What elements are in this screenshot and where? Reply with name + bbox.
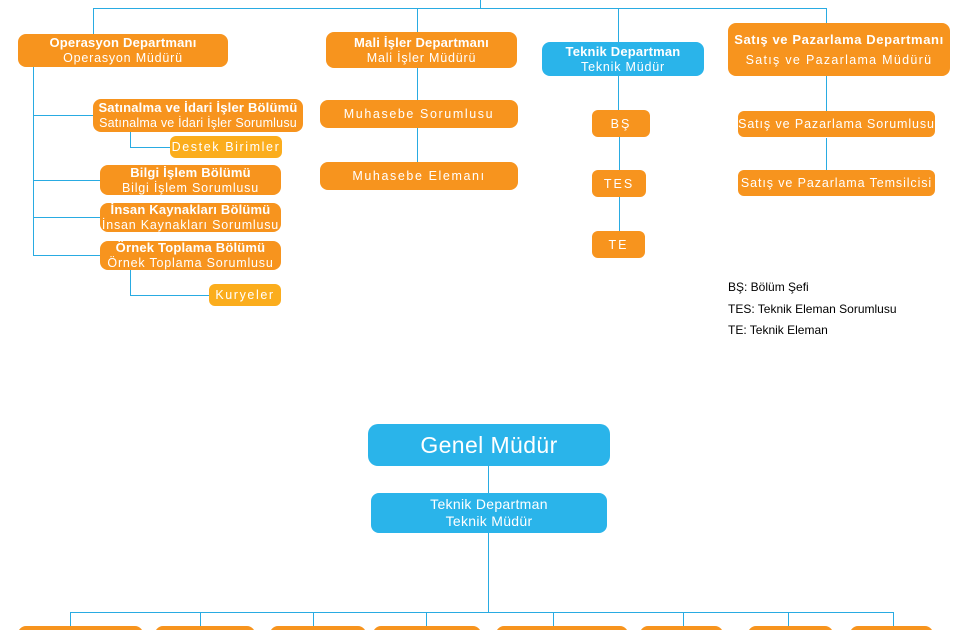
node-bilgi-islem-bolumu: Bilgi İşlem Bölümü Bilgi İşlem Sorumlusu: [100, 165, 281, 195]
node-kuryeler: Kuryeler: [209, 284, 281, 306]
node-title: Operasyon Departmanı: [49, 35, 197, 50]
node-bs: BŞ: [592, 110, 650, 137]
node-label: Destek Birimler: [171, 140, 281, 154]
node-cutoff-8: [850, 626, 933, 630]
node-te: TE: [592, 231, 645, 258]
node-cutoff-5: [496, 626, 628, 630]
connector-drop-teknik: [618, 8, 619, 42]
connector-top-horizontal: [93, 8, 826, 9]
node-cutoff-4: [373, 626, 481, 630]
node-title: İnsan Kaynakları Bölümü: [110, 202, 271, 217]
connector-genel-to-teknik: [488, 466, 489, 493]
node-cutoff-7: [748, 626, 833, 630]
node-subtitle: Operasyon Müdürü: [63, 51, 183, 65]
node-operasyon-departmani: Operasyon Departmanı Operasyon Müdürü: [18, 34, 228, 67]
node-subtitle: Satınalma ve İdari İşler Sorumlusu: [99, 116, 297, 130]
node-ornek-toplama-bolumu: Örnek Toplama Bölümü Örnek Toplama Sorum…: [100, 240, 281, 270]
connector-drop-operasyon: [93, 8, 94, 34]
node-label: Genel Müdür: [420, 431, 558, 458]
node-muhasebe-elemani: Muhasebe Elemanı: [320, 162, 518, 190]
node-tes: TES: [592, 170, 646, 197]
node-insan-kaynaklari-bolumu: İnsan Kaynakları Bölümü İnsan Kaynakları…: [100, 202, 281, 232]
connector-branch-insan: [33, 217, 100, 218]
connector-drop-mali: [417, 8, 418, 32]
node-title: Bilgi İşlem Bölümü: [130, 164, 251, 180]
node-mali-isler-departmani: Mali İşler Departmanı Mali İşler Müdürü: [326, 32, 517, 68]
node-subtitle: Örnek Toplama Sorumlusu: [107, 256, 274, 270]
connector-satis-2: [826, 138, 827, 170]
connector-branch-satinalma: [33, 115, 93, 116]
node-title: Satınalma ve İdari İşler Bölümü: [98, 100, 298, 115]
node-cutoff-2: [155, 626, 255, 630]
connector-mali-2: [417, 128, 418, 162]
connector-stub-7: [788, 612, 789, 627]
legend-bs: BŞ: Bölüm Şefi: [728, 280, 809, 294]
node-label: Muhasebe Sorumlusu: [343, 107, 495, 121]
node-title: Satış ve Pazarlama Departmanı: [734, 31, 944, 47]
node-muhasebe-sorumlusu: Muhasebe Sorumlusu: [320, 100, 518, 128]
node-satinalma-bolumu: Satınalma ve İdari İşler Bölümü Satınalm…: [93, 99, 303, 132]
node-satis-temsilcisi: Satış ve Pazarlama Temsilcisi: [738, 170, 935, 196]
connector-stub-5: [553, 612, 554, 627]
node-label: BŞ: [610, 116, 632, 131]
connector-teknik-2: [619, 137, 620, 170]
connector-satis-1: [826, 76, 827, 111]
legend-tes: TES: Teknik Eleman Sorumlusu: [728, 302, 897, 316]
connector-drop-satis: [826, 8, 827, 23]
node-destek-birimler: Destek Birimler: [170, 136, 282, 158]
node-satis-sorumlusu: Satış ve Pazarlama Sorumlusu: [738, 111, 935, 137]
connector-stub-4: [426, 612, 427, 627]
legend-te: TE: Teknik Eleman: [728, 323, 828, 337]
node-satis-pazarlama-departmani: Satış ve Pazarlama Departmanı Satış ve P…: [728, 23, 950, 76]
connector-kuryeler-elbow-v: [130, 270, 131, 295]
node-label: Muhasebe Elemanı: [352, 169, 486, 183]
node-title: Teknik Departman: [565, 43, 681, 59]
connector-teknik-to-row: [488, 533, 489, 612]
node-label: TES: [603, 176, 635, 191]
node-subtitle: Bilgi İşlem Sorumlusu: [122, 180, 259, 195]
node-label: Satış ve Pazarlama Sorumlusu: [738, 117, 935, 131]
connector-destek-elbow-h: [130, 147, 170, 148]
connector-stub-8: [893, 612, 894, 627]
connector-destek-elbow-v: [130, 132, 131, 147]
node-teknik-departman-bottom: Teknik Departman Teknik Müdür: [371, 493, 607, 533]
node-label: TE: [608, 237, 629, 252]
node-subtitle: İnsan Kaynakları Sorumlusu: [101, 218, 280, 232]
node-cutoff-6: [640, 626, 723, 630]
node-title: Örnek Toplama Bölümü: [115, 240, 266, 255]
connector-mali-1: [417, 68, 418, 100]
node-cutoff-3: [270, 626, 366, 630]
node-label: Kuryeler: [215, 288, 275, 302]
connector-kuryeler-elbow-h: [130, 295, 209, 296]
node-label: Satış ve Pazarlama Temsilcisi: [740, 176, 933, 190]
connector-teknik-3: [619, 197, 620, 231]
connector-branch-bilgi: [33, 180, 100, 181]
connector-operasyon-spine: [33, 67, 34, 255]
node-title: Teknik Departman: [430, 496, 548, 512]
connector-top-parent-stub: [480, 0, 481, 8]
connector-stub-6: [683, 612, 684, 627]
node-cutoff-1: [18, 626, 143, 630]
connector-branch-ornek: [33, 255, 100, 256]
connector-stub-3: [313, 612, 314, 627]
node-teknik-departman: Teknik Departman Teknik Müdür: [542, 42, 704, 76]
connector-stub-1: [70, 612, 71, 627]
connector-teknik-1: [618, 76, 619, 110]
node-genel-mudur: Genel Müdür: [368, 424, 610, 466]
connector-stub-2: [200, 612, 201, 627]
node-subtitle: Mali İşler Müdürü: [366, 50, 477, 65]
node-subtitle: Teknik Müdür: [581, 59, 665, 74]
node-subtitle: Satış ve Pazarlama Müdürü: [745, 52, 933, 67]
node-title: Mali İşler Departmanı: [354, 34, 489, 50]
node-subtitle: Teknik Müdür: [445, 513, 533, 529]
connector-bottom-horizontal: [70, 612, 893, 613]
